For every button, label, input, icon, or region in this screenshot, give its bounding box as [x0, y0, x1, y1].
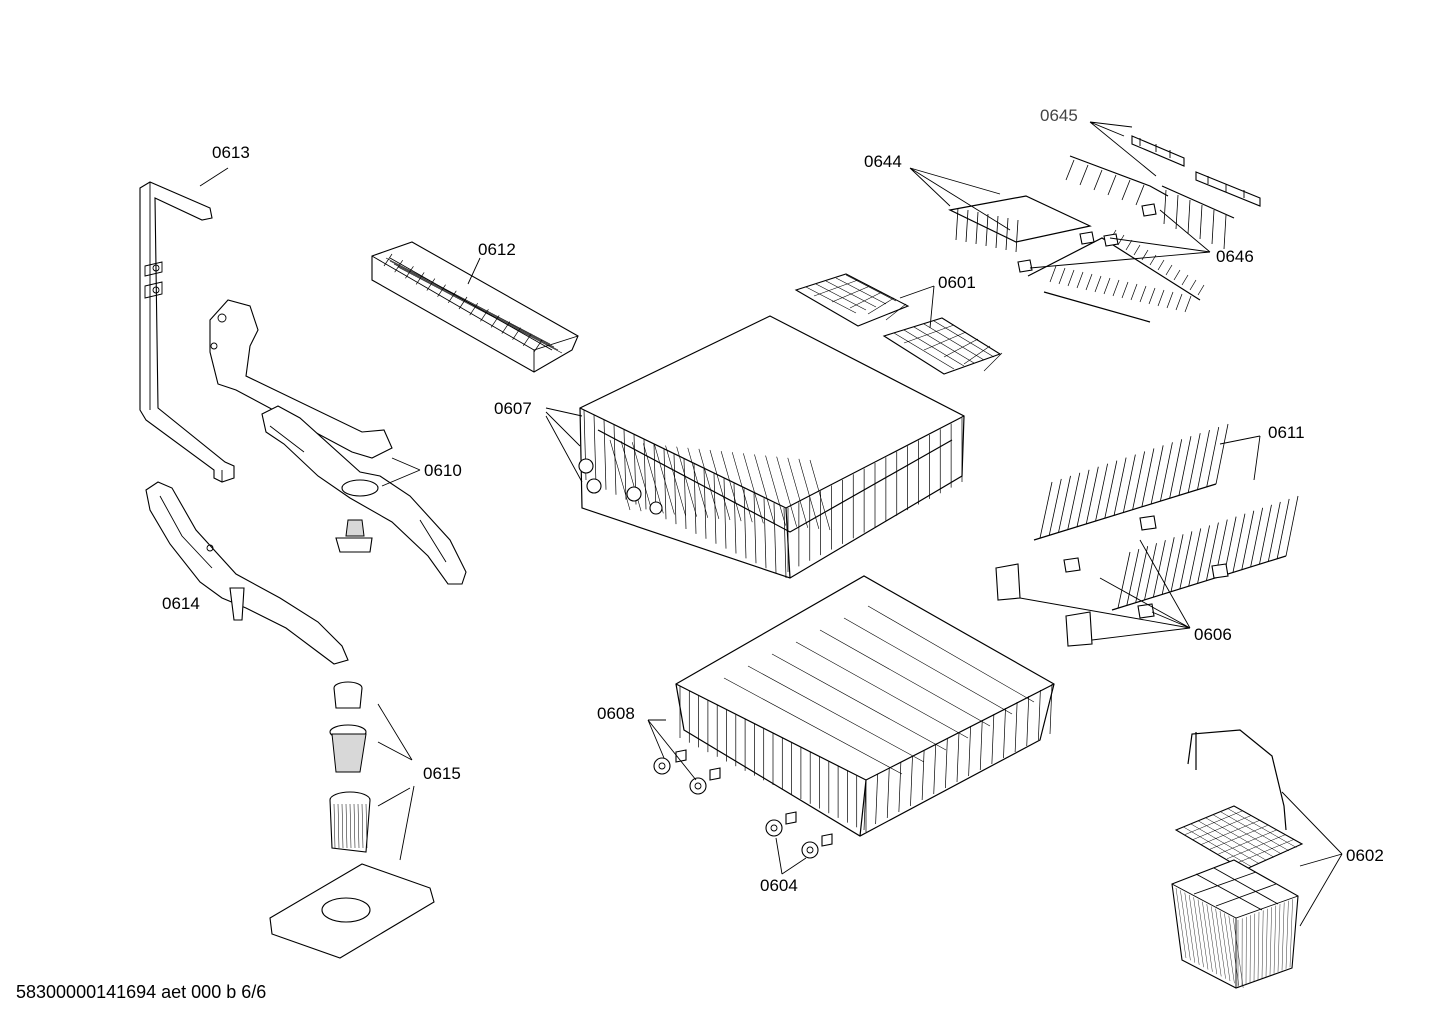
part-0613-supply-pipe	[139, 181, 235, 483]
label-0611: 0611	[1268, 423, 1305, 442]
part-0644-cup-shelves	[948, 155, 1235, 323]
label-0613: 0613	[212, 143, 250, 162]
part-0614-lower-spray-arm	[145, 481, 349, 665]
part-0645-clips	[1131, 135, 1261, 207]
part-0607-upper-basket	[578, 315, 965, 579]
label-0602: 0602	[1346, 846, 1384, 865]
part-0601-fold-down-racks	[794, 273, 1003, 375]
part-0610-upper-spray-arm	[209, 299, 467, 585]
leader-lines	[199, 121, 1343, 927]
label-0604: 0604	[760, 876, 798, 895]
part-0608-wheels	[653, 749, 721, 795]
label-0612: 0612	[478, 240, 516, 259]
part-0602-cutlery-basket	[1171, 729, 1304, 989]
part-0612-cutlery-tray	[371, 241, 579, 373]
part-0646-holders	[1017, 203, 1157, 273]
label-0607: 0607	[494, 399, 532, 418]
part-0611-tine-rows	[1033, 423, 1299, 611]
label-0644: 0644	[864, 152, 902, 171]
label-0646: 0646	[1216, 247, 1254, 266]
label-0615: 0615	[423, 764, 461, 783]
label-0608: 0608	[597, 704, 635, 723]
label-0610: 0610	[424, 461, 462, 480]
part-lower-basket	[675, 575, 1055, 837]
label-0606: 0606	[1194, 625, 1232, 644]
part-0604-wheels	[765, 811, 833, 859]
label-0601: 0601	[938, 273, 976, 292]
label-0645: 0645	[1040, 106, 1078, 125]
label-0614: 0614	[162, 594, 200, 613]
drawing-reference-footer: 58300000141694 aet 000 b 6/6	[16, 982, 267, 1002]
part-0615-filter-set	[269, 681, 435, 959]
